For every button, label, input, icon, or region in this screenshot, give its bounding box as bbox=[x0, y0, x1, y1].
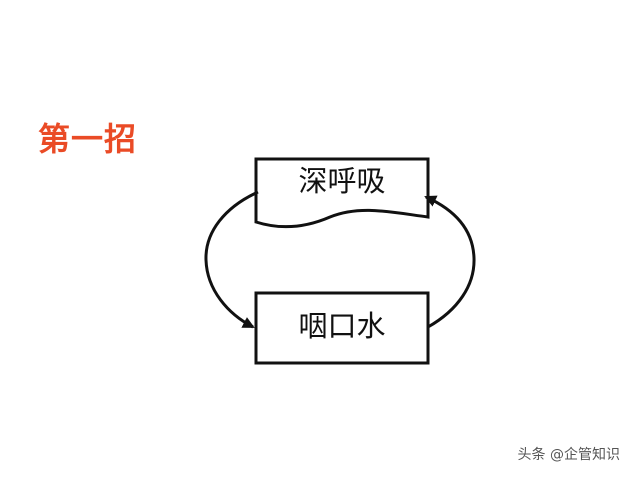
document-shape bbox=[254, 157, 430, 229]
node-swallow: 咽口水 bbox=[254, 291, 430, 365]
rectangle-shape bbox=[254, 291, 430, 365]
arrow-left-arc bbox=[204, 190, 259, 329]
node-swallow-label: 咽口水 bbox=[298, 309, 385, 343]
page-title: 第一招 bbox=[38, 120, 138, 158]
arrow-right-arc bbox=[424, 195, 476, 329]
node-deep-breath: 深呼吸 bbox=[254, 157, 430, 229]
watermark: 头条 @企管知识 bbox=[517, 447, 620, 463]
node-deep-breath-label: 深呼吸 bbox=[298, 164, 385, 198]
